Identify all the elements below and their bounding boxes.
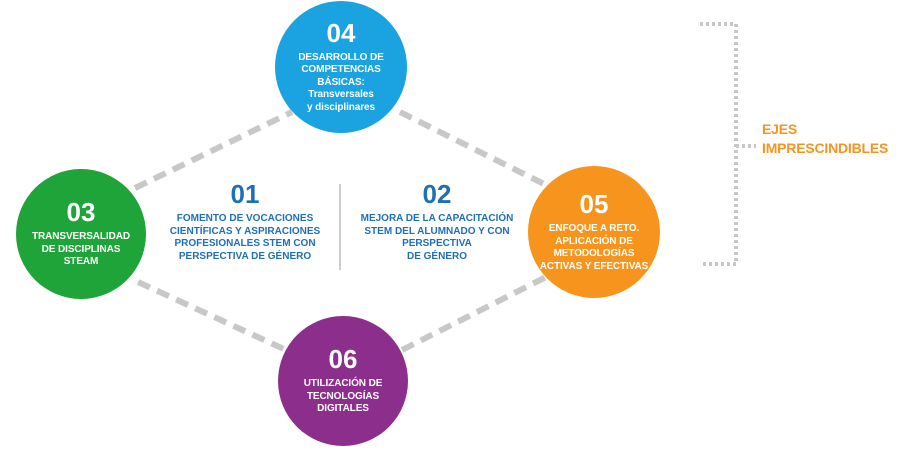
center-01-text: FOMENTO DE VOCACIONES CIENTÍFICAS Y ASPI… <box>169 213 321 262</box>
node-04-number: 04 <box>326 17 356 48</box>
node-06: 06 UTILIZACIÓN DE TECNOLOGÍAS DIGITALES <box>278 316 408 446</box>
node-03-number: 03 <box>66 197 96 228</box>
node-05-text: ENFOQUE A RETO. APLICACIÓN DE METODOLOGÍ… <box>539 223 649 272</box>
node-03-text: TRANSVERSALIDAD DE DISCIPLINAS STEAM <box>32 231 130 268</box>
connector-03-04 <box>133 109 294 191</box>
node-03: 03 TRANSVERSALIDAD DE DISCIPLINAS STEAM <box>16 169 146 299</box>
node-06-number: 06 <box>328 344 358 375</box>
center-02: 02 MEJORA DE LA CAPACITACIÓN STEM DEL AL… <box>356 181 518 263</box>
node-05-number: 05 <box>579 189 609 219</box>
center-02-text: MEJORA DE LA CAPACITACIÓN STEM DEL ALUMN… <box>360 213 514 262</box>
ejes-imprescindibles-label: EJES IMPRESCINDIBLES <box>762 121 889 156</box>
center-01-number: 01 <box>230 179 260 209</box>
node-06-text: UTILIZACIÓN DE TECNOLOGÍAS DIGITALES <box>303 378 383 415</box>
connector-03-06 <box>136 279 288 353</box>
connector-04-05 <box>398 109 550 189</box>
bracket <box>700 22 738 266</box>
center-02-number: 02 <box>422 179 452 209</box>
center-01: 01 FOMENTO DE VOCACIONES CIENTÍFICAS Y A… <box>160 181 330 263</box>
node-04-text: DESARROLLO DE COMPETENCIAS BÁSICAS: Tran… <box>298 51 384 113</box>
node-04: 04 DESARROLLO DE COMPETENCIAS BÁSICAS: T… <box>275 1 407 133</box>
node-05: 05 ENFOQUE A RETO. APLICACIÓN DE METODOL… <box>528 166 660 298</box>
connector-06-05 <box>400 273 550 353</box>
